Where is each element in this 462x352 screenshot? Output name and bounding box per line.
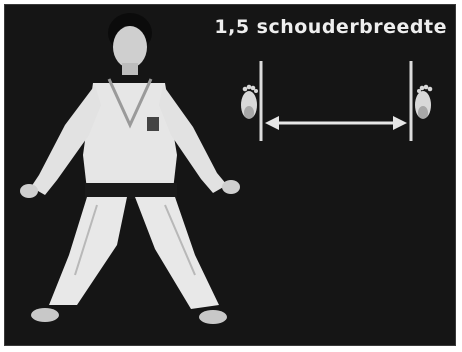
left-footprint-icon (241, 85, 258, 120)
stance-illustration (5, 5, 456, 346)
martial-artist-figure (20, 13, 240, 324)
stance-photo: 1,5 schouderbreedte (4, 4, 456, 346)
right-footprint-icon (415, 85, 432, 120)
double-arrow-icon (265, 116, 407, 130)
stance-width-diagram (241, 61, 432, 141)
stance-width-caption: 1,5 schouderbreedte (214, 16, 447, 38)
